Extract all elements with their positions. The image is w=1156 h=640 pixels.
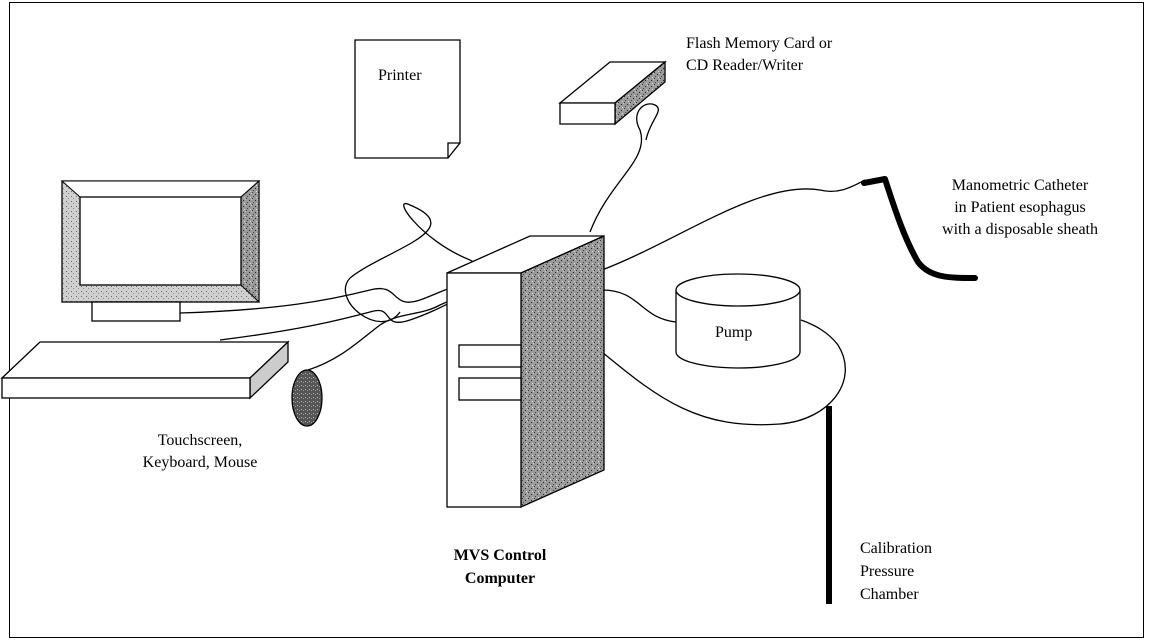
mouse-icon — [292, 370, 322, 426]
calibration-label-line1: Calibration — [860, 538, 932, 560]
flash-reader-icon — [560, 62, 665, 124]
pump-cable — [602, 290, 676, 322]
flash-label-line2: CD Reader/Writer — [686, 55, 803, 77]
calibration-label-line3: Chamber — [860, 584, 919, 606]
printer-label: Printer — [378, 65, 422, 87]
calibration-label-line2: Pressure — [860, 561, 914, 583]
pump-label: Pump — [715, 322, 752, 344]
calibration-chamber-icon — [826, 406, 832, 604]
keyboard-icon — [2, 342, 288, 398]
pump-icon — [676, 274, 800, 368]
catheter-label-line3: with a disposable sheath — [900, 219, 1140, 241]
input-devices-label-line1: Touchscreen, — [110, 430, 290, 452]
computer-label-line1: MVS Control — [420, 545, 580, 567]
catheter-label-line1: Manometric Catheter — [900, 175, 1140, 197]
monitor-icon — [62, 181, 259, 321]
printer-icon — [355, 40, 460, 158]
computer-label-line2: Computer — [420, 568, 580, 590]
flash-label-line1: Flash Memory Card or — [686, 33, 832, 55]
catheter-cable — [602, 180, 865, 270]
catheter-label-line2: in Patient esophagus — [900, 197, 1140, 219]
input-devices-label-line2: Keyboard, Mouse — [110, 452, 290, 474]
computer-tower-icon — [447, 236, 604, 507]
